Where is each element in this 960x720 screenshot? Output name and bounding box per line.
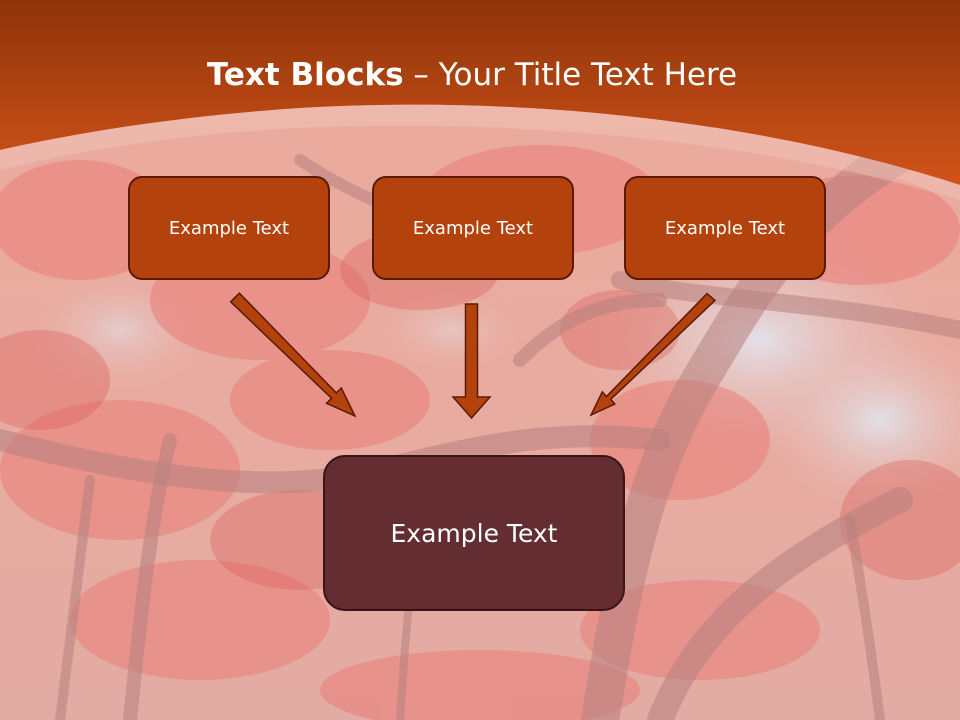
title-bold-part: Text Blocks bbox=[206, 57, 404, 93]
slide-title: Text Blocks – Your Title Text Here bbox=[0, 52, 944, 98]
arrow-center-icon[interactable] bbox=[451, 303, 492, 420]
title-regular-part: Your Title Text Here bbox=[438, 57, 738, 93]
text-block-right-label: Example Text bbox=[664, 217, 786, 239]
text-block-left-label: Example Text bbox=[168, 217, 290, 239]
text-block-center-label: Example Text bbox=[412, 217, 534, 239]
arrow-right-icon bbox=[589, 292, 717, 417]
text-block-result-label: Example Text bbox=[390, 518, 558, 548]
title-dash: – bbox=[403, 57, 439, 93]
arrow-left-icon bbox=[229, 292, 357, 418]
text-block-right[interactable]: Example Text bbox=[624, 176, 826, 280]
text-block-result[interactable]: Example Text bbox=[323, 455, 625, 611]
text-block-left[interactable]: Example Text bbox=[128, 176, 330, 280]
text-block-center[interactable]: Example Text bbox=[372, 176, 574, 280]
